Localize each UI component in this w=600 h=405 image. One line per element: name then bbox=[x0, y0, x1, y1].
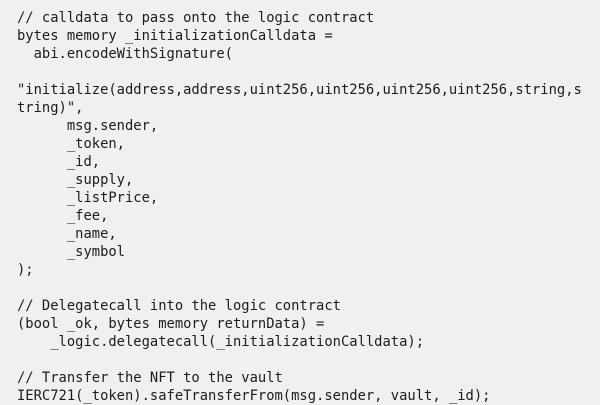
code-line: _supply, bbox=[17, 172, 134, 188]
code-line: _id, bbox=[17, 154, 101, 170]
code-line-blank bbox=[17, 351, 600, 369]
code-line-blank bbox=[17, 63, 600, 81]
code-line: "initialize(address,address,uint256,uint… bbox=[17, 82, 582, 98]
code-line: (bool _ok, bytes memory returnData) = bbox=[17, 316, 325, 332]
code-line: bytes memory _initializationCalldata = bbox=[17, 28, 333, 44]
code-line: tring)", bbox=[17, 100, 84, 116]
code-line: _symbol bbox=[17, 244, 125, 260]
code-line: _token, bbox=[17, 136, 125, 152]
code-line: ); bbox=[17, 262, 34, 278]
code-line: _listPrice, bbox=[17, 190, 159, 206]
code-line: msg.sender, bbox=[17, 118, 159, 134]
code-line: _logic.delegatecall(_initializationCalld… bbox=[17, 334, 425, 350]
code-line: // Delegatecall into the logic contract bbox=[17, 298, 341, 314]
code-line: IERC721(_token).safeTransferFrom(msg.sen… bbox=[17, 388, 491, 404]
code-line: // Transfer the NFT to the vault bbox=[17, 370, 283, 386]
code-line: _fee, bbox=[17, 208, 109, 224]
code-line-blank bbox=[17, 279, 600, 297]
code-line: _name, bbox=[17, 226, 117, 242]
code-line: abi.encodeWithSignature( bbox=[17, 46, 233, 62]
code-line: // calldata to pass onto the logic contr… bbox=[17, 10, 375, 26]
